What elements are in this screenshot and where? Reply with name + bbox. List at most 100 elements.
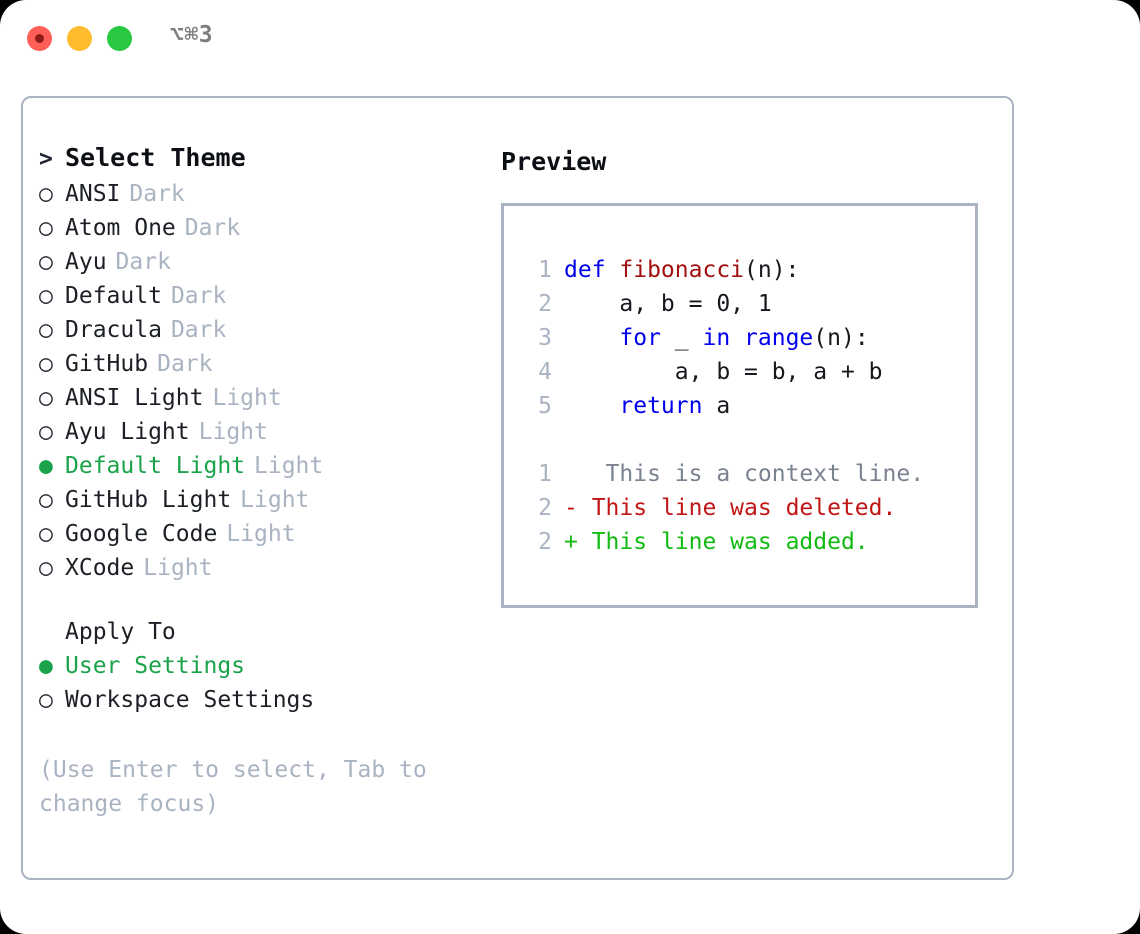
keyboard-hint-text: (Use Enter to select, Tab to change focu…: [39, 757, 427, 817]
radio-unselected-icon[interactable]: ○: [39, 487, 53, 513]
radio-unselected-icon[interactable]: ○: [39, 181, 53, 207]
code-line: 1 def fibonacci(n):: [522, 253, 924, 287]
theme-option-ayu[interactable]: ○ Ayu Dark: [39, 249, 479, 283]
code-line: 4 a, b = b, a + b: [522, 355, 924, 389]
code-token: [730, 325, 744, 351]
code-token: return: [619, 393, 703, 419]
apply-to-option-user-settings[interactable]: ● User Settings: [39, 653, 479, 687]
theme-option-tag: Dark: [184, 215, 241, 241]
radio-unselected-icon[interactable]: ○: [39, 687, 53, 713]
line-number: 4: [538, 359, 552, 385]
code-token: [564, 325, 619, 351]
theme-option-default[interactable]: ○ Default Dark: [39, 283, 479, 317]
code-token: (n):: [744, 257, 800, 283]
apply-to-heading: Apply To: [39, 619, 479, 653]
apply-to-option-name: User Settings: [65, 653, 246, 679]
theme-option-default-light[interactable]: ● Default Light Light: [39, 453, 479, 487]
select-theme-heading: > Select Theme: [39, 143, 479, 181]
theme-option-name: GitHub: [65, 351, 149, 377]
theme-option-atom-one[interactable]: ○ Atom One Dark: [39, 215, 479, 249]
radio-unselected-icon[interactable]: ○: [39, 215, 53, 241]
apply-to-spacer: [39, 619, 65, 645]
diff-marker-icon: [564, 457, 578, 491]
theme-option-google-code[interactable]: ○ Google Code Light: [39, 521, 479, 555]
line-number: 5: [538, 393, 552, 419]
code-line: 3 for _ in range(n):: [522, 321, 924, 355]
theme-option-name: Default: [65, 283, 162, 309]
theme-option-name: Dracula: [65, 317, 162, 343]
radio-unselected-icon[interactable]: ○: [39, 555, 53, 581]
radio-unselected-icon[interactable]: ○: [39, 283, 53, 309]
code-token: for: [619, 325, 661, 351]
radio-unselected-icon[interactable]: ○: [39, 317, 53, 343]
theme-option-name: ANSI: [65, 181, 121, 207]
theme-option-name: Ayu Light: [65, 419, 190, 445]
theme-option-name: Ayu: [65, 249, 107, 275]
code-line-content: a, b = b, a + b: [564, 355, 883, 389]
select-theme-label: Select Theme: [65, 143, 246, 172]
theme-option-tag: Dark: [129, 181, 185, 207]
code-line-content: for _ in range(n):: [564, 321, 869, 355]
diff-line-del: 2- This line was deleted.: [522, 491, 924, 525]
theme-option-name: Default Light: [65, 453, 246, 479]
code-line-content: return a: [564, 389, 730, 423]
theme-option-dracula[interactable]: ○ Dracula Dark: [39, 317, 479, 351]
radio-selected-icon[interactable]: ●: [39, 653, 53, 679]
radio-unselected-icon[interactable]: ○: [39, 385, 53, 411]
code-token: fibonacci: [619, 257, 745, 283]
theme-option-name: GitHub Light: [65, 487, 232, 513]
theme-option-ansi[interactable]: ○ ANSI Dark: [39, 181, 479, 215]
diff-line-add: 2+ This line was added.: [522, 525, 924, 559]
code-line: 2 a, b = 0, 1: [522, 287, 924, 321]
radio-unselected-icon[interactable]: ○: [39, 351, 53, 377]
line-number: 3: [538, 325, 552, 351]
theme-option-tag: Dark: [170, 317, 227, 343]
line-number: 2: [538, 529, 552, 555]
code-line-content: def fibonacci(n):: [564, 253, 799, 287]
theme-option-tag: Light: [212, 385, 282, 411]
code-token: a: [702, 393, 731, 419]
code-blank-line: [522, 423, 924, 457]
radio-unselected-icon[interactable]: ○: [39, 419, 53, 445]
theme-option-name: XCode: [65, 555, 135, 581]
theme-option-tag: Light: [254, 453, 324, 479]
diff-marker-icon: -: [564, 495, 578, 521]
apply-to-option-list: ● User Settings ○ Workspace Settings: [39, 653, 479, 721]
theme-option-github-light[interactable]: ○ GitHub Light Light: [39, 487, 479, 521]
theme-option-tag: Light: [240, 487, 310, 513]
theme-option-tag: Light: [226, 521, 296, 547]
radio-unselected-icon[interactable]: ○: [39, 521, 53, 547]
line-number: 2: [538, 291, 552, 317]
diff-line-ctx: 1 This is a context line.: [522, 457, 924, 491]
code-token: _: [660, 325, 703, 351]
theme-option-tag: Light: [143, 555, 213, 581]
diff-line-text: This line was added.: [577, 529, 869, 555]
radio-unselected-icon[interactable]: ○: [39, 249, 53, 275]
code-line: 5 return a: [522, 389, 924, 423]
theme-option-name: Google Code: [65, 521, 218, 547]
line-number: 1: [538, 257, 552, 283]
theme-option-name: Atom One: [65, 215, 176, 241]
theme-option-tag: Light: [198, 419, 268, 445]
maximize-window-button[interactable]: [107, 26, 132, 51]
theme-option-tag: Dark: [115, 249, 171, 275]
minimize-window-button[interactable]: [67, 26, 92, 51]
radio-selected-icon[interactable]: ●: [39, 453, 53, 479]
theme-option-xcode[interactable]: ○ XCode Light: [39, 555, 479, 589]
apply-to-option-workspace-settings[interactable]: ○ Workspace Settings: [39, 687, 479, 721]
code-token: (n):: [813, 325, 869, 351]
line-number: 2: [538, 495, 552, 521]
close-window-button[interactable]: [27, 26, 52, 51]
theme-option-tag: Dark: [170, 283, 227, 309]
code-token: [564, 393, 619, 419]
apply-to-option-name: Workspace Settings: [65, 687, 315, 713]
theme-option-ayu-light[interactable]: ○ Ayu Light Light: [39, 419, 479, 453]
line-number: 1: [538, 461, 552, 487]
code-token: a, b = b, a + b: [564, 359, 883, 385]
